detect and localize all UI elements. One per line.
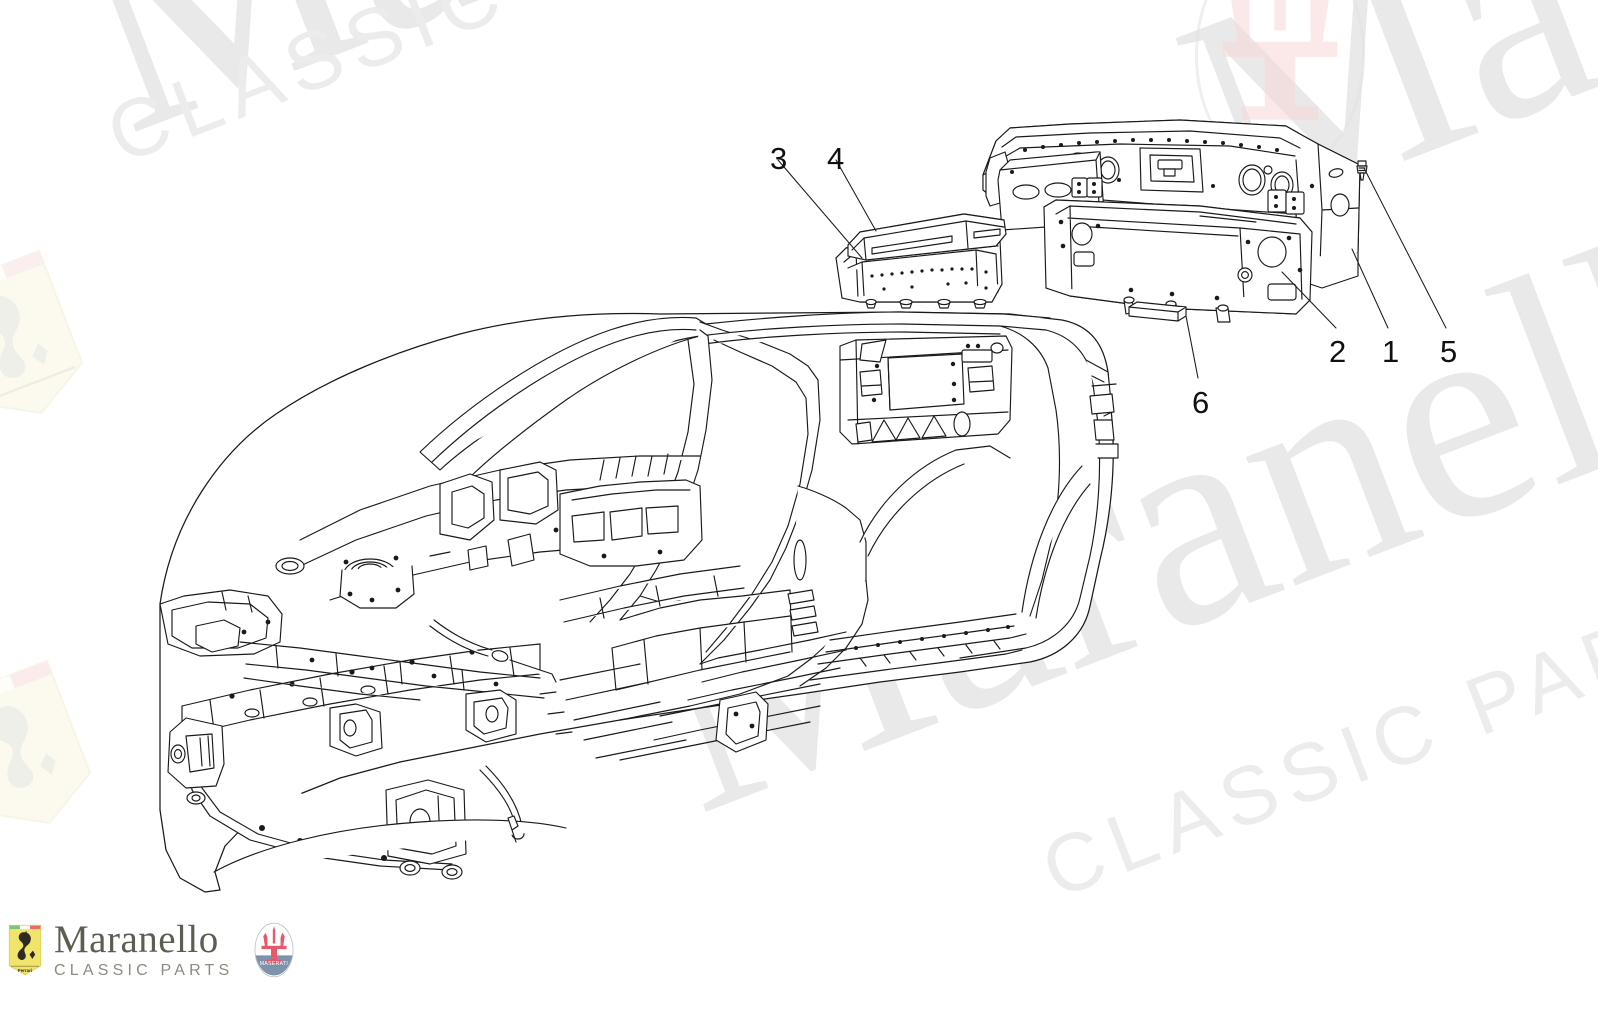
maserati-text: MASERATI: [260, 960, 288, 966]
car-body-shell: [159, 311, 1119, 893]
brand-wordmark: Maranello CLASSIC PARTS: [54, 920, 233, 979]
maserati-trident-icon: MASERATI: [254, 922, 294, 977]
ferrari-shield-text: Ferrari: [18, 968, 32, 973]
callout-4: 4: [827, 141, 845, 176]
brand-name: Maranello: [54, 918, 219, 961]
callout-1: 1: [1382, 334, 1400, 369]
footer-brand[interactable]: Ferrari Maranello CLASSIC PARTS MASERATI: [8, 920, 295, 979]
part-5-bolt: [1356, 160, 1368, 181]
part-2-rear-lower-panel: [1043, 199, 1313, 323]
ferrari-shield-icon: Ferrari: [8, 924, 42, 975]
callout-2: 2: [1329, 334, 1347, 369]
ferrari-shield-watermark-icon-2: [0, 659, 92, 825]
part-6-support-block: [1128, 301, 1187, 322]
ferrari-shield-watermark-icon-1: [0, 249, 84, 415]
part-1-right-mount-plates: [1267, 189, 1305, 215]
callout-leader-lines: [777, 159, 1447, 379]
brand-sub: CLASSIC PARTS: [54, 962, 234, 979]
part-4-reinforcement-strip: [847, 213, 1007, 261]
callout-3: 3: [770, 141, 788, 176]
callout-5: 5: [1440, 334, 1458, 369]
callout-6: 6: [1192, 385, 1210, 420]
